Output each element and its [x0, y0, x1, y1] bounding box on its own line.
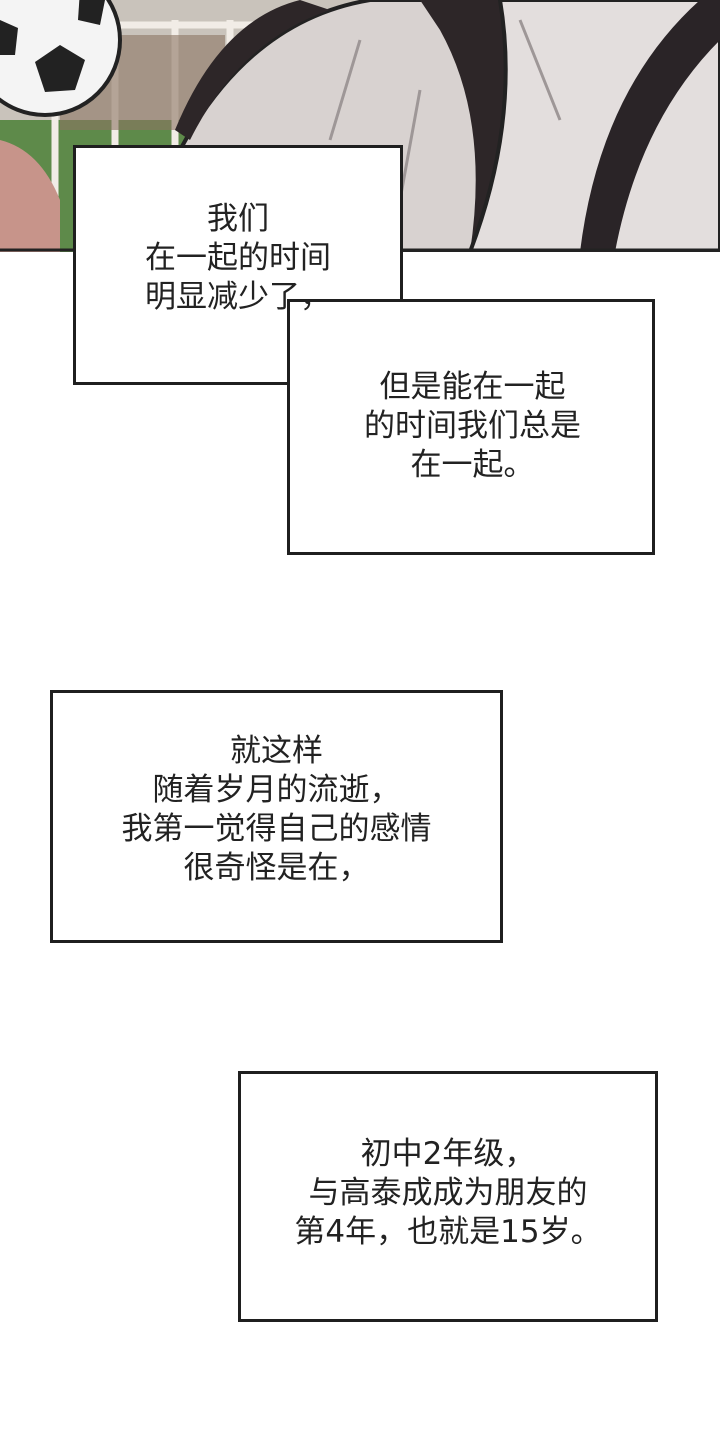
caption-2-line: 在一起。 — [410, 447, 535, 483]
caption-box-4 — [238, 1071, 658, 1322]
caption-2: 但是能在一起 的时间我们总是 在一起。 — [300, 368, 645, 485]
soccer-ball-icon — [0, 0, 122, 117]
caption-4: 初中2年级， 与高泰成成为朋友的 第4年，也就是15岁。 — [238, 1135, 658, 1252]
caption-4-line: 与高泰成成为朋友的 — [308, 1175, 588, 1211]
caption-1: 我们 在一起的时间 明显减少了， — [73, 200, 403, 317]
caption-4-line: 第4年，也就是15岁。 — [294, 1214, 602, 1250]
caption-1-line: 在一起的时间 — [145, 240, 331, 276]
caption-box-join — [290, 302, 400, 382]
caption-3-line: 很奇怪是在， — [183, 850, 370, 886]
caption-3-line: 就这样 — [230, 733, 323, 769]
caption-4-line: 初中2年级， — [360, 1136, 536, 1172]
caption-3-line: 我第一觉得自己的感情 — [121, 811, 432, 847]
caption-1-line: 明显减少了， — [145, 279, 331, 315]
caption-3-line: 随着岁月的流逝， — [152, 772, 401, 808]
top-illustration-panel — [0, 0, 720, 252]
caption-box-3 — [50, 690, 503, 943]
caption-3: 就这样 随着岁月的流逝， 我第一觉得自己的感情 很奇怪是在， — [50, 732, 503, 888]
caption-2-line: 但是能在一起 — [379, 369, 566, 405]
scene-illustration — [0, 0, 720, 252]
caption-1-line: 我们 — [207, 201, 269, 237]
caption-2-line: 的时间我们总是 — [364, 408, 581, 444]
